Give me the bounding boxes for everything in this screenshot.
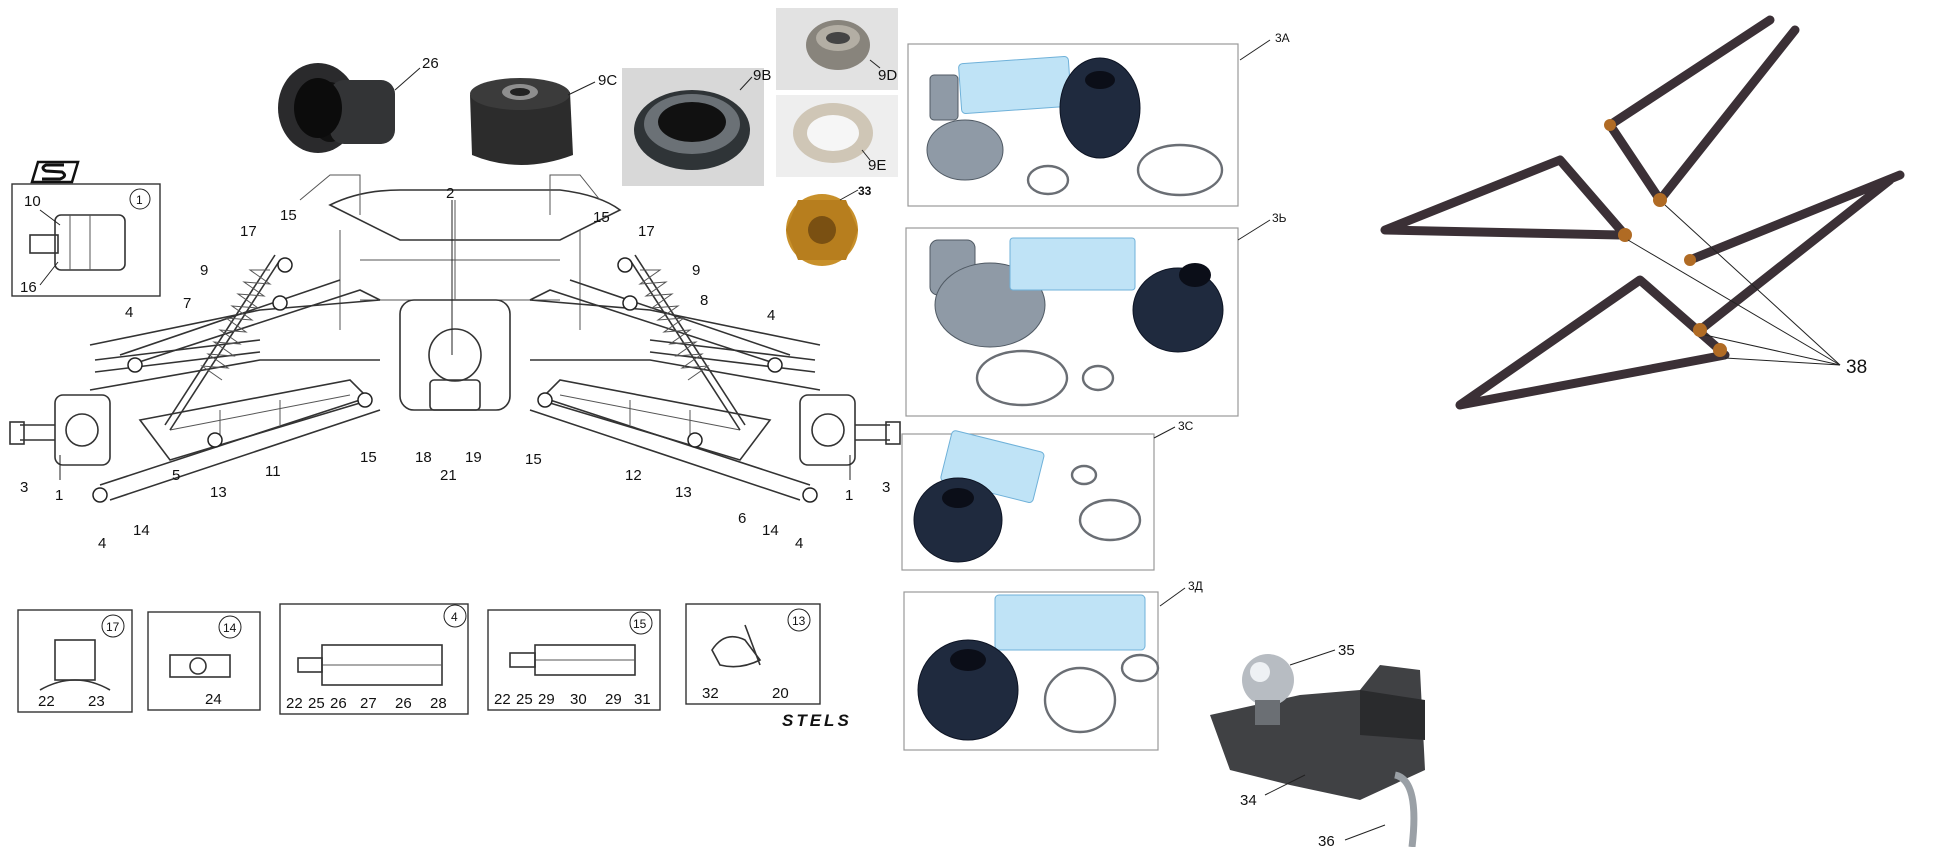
detail-4-label-26a: 26: [330, 695, 347, 712]
detail-15-label-29a: 29: [538, 691, 555, 708]
label-17-right: 17: [638, 223, 655, 240]
label-3-right: 3: [882, 479, 890, 496]
label-9-left: 9: [200, 262, 208, 279]
label-14-left: 14: [133, 522, 150, 539]
detail-1-label-10: 10: [24, 193, 41, 210]
detail-17-circle-label: 17: [106, 620, 120, 634]
part-9e-photo: 9E: [776, 95, 898, 177]
detail-15-label-29b: 29: [605, 691, 622, 708]
label-15-a: 15: [280, 207, 297, 224]
stels-logo: STELS: [782, 711, 852, 730]
detail-13-label-32: 32: [702, 685, 719, 702]
photo-label-9c: 9C: [598, 72, 617, 89]
detail-17-label-23: 23: [88, 693, 105, 710]
label-9-right: 9: [692, 262, 700, 279]
detail-17-label-22: 22: [38, 693, 55, 710]
detail-15-label-31: 31: [634, 691, 651, 708]
label-14-right: 14: [762, 522, 779, 539]
detail-4-label-28: 28: [430, 695, 447, 712]
tow-hitch-photo: 35 34 36: [1210, 642, 1425, 847]
part-9d-photo: 9D: [776, 8, 898, 90]
detail-13: 13 32 20: [685, 603, 821, 705]
kit-label-3a: 3A: [1275, 31, 1290, 45]
detail-15-label-30: 30: [570, 691, 587, 708]
label-6: 6: [738, 510, 746, 527]
photo-label-9e: 9E: [868, 157, 886, 174]
label-1-right: 1: [845, 487, 853, 504]
s-logo: [30, 160, 80, 184]
arms-label-38: 38: [1846, 357, 1867, 378]
detail-4-label-22: 22: [286, 695, 303, 712]
hitch-label-36: 36: [1318, 833, 1335, 847]
kit-3d: 3Д: [903, 579, 1203, 751]
photo-label-9b: 9B: [753, 67, 771, 84]
stels-logo-text: STELS: [782, 711, 852, 730]
kit-3c: 3C: [901, 419, 1194, 571]
label-5: 5: [172, 467, 180, 484]
part-33-photo: 33: [786, 184, 872, 266]
kit-label-3b: 3Ь: [1272, 211, 1287, 225]
label-1-left: 1: [55, 487, 63, 504]
label-4-a: 4: [125, 304, 133, 321]
detail-1-label-16: 16: [20, 279, 37, 296]
label-19: 19: [465, 449, 482, 466]
detail-1-circle-label: 1: [136, 193, 143, 207]
kit-3a: 3A: [907, 31, 1290, 207]
label-4-b: 4: [98, 535, 106, 552]
detail-14-circle-label: 14: [223, 621, 237, 635]
detail-14-label-24: 24: [205, 691, 222, 708]
detail-15-circle-label: 15: [633, 617, 647, 631]
kit-3b: 3Ь: [905, 211, 1287, 417]
detail-13-circle-label: 13: [792, 614, 806, 628]
label-3-left: 3: [20, 479, 28, 496]
label-13-left: 13: [210, 484, 227, 501]
label-17-left: 17: [240, 223, 257, 240]
part-9c-photo: 9C: [470, 72, 617, 165]
photo-label-26: 26: [422, 55, 439, 72]
detail-15-label-22: 22: [494, 691, 511, 708]
label-7: 7: [183, 295, 191, 312]
a-arms-photo: 38: [1380, 15, 1905, 410]
label-21: 21: [440, 467, 457, 484]
detail-4-label-26b: 26: [395, 695, 412, 712]
label-15-d: 15: [525, 451, 542, 468]
detail-15-label-25: 25: [516, 691, 533, 708]
part-9b-photo: 9B: [622, 67, 771, 186]
detail-15: 15 22 25 29 30 29 31: [487, 609, 661, 711]
detail-4-circle-label: 4: [451, 610, 458, 624]
detail-4-label-27: 27: [360, 695, 377, 712]
label-8: 8: [700, 292, 708, 309]
label-11: 11: [265, 463, 281, 480]
photo-label-9d: 9D: [878, 67, 897, 84]
label-4-d: 4: [795, 535, 803, 552]
kit-label-3c: 3C: [1178, 419, 1194, 433]
detail-14: 14 24: [147, 611, 261, 711]
part-26-photo: 26: [278, 55, 439, 153]
detail-13-label-20: 20: [772, 685, 789, 702]
label-4-c: 4: [767, 307, 775, 324]
suspension-drawing: [9, 174, 901, 503]
photo-label-33: 33: [858, 184, 872, 198]
label-15-b: 15: [593, 209, 610, 226]
label-13-right: 13: [675, 484, 692, 501]
detail-17: 17 22 23: [17, 609, 133, 713]
label-2: 2: [446, 185, 454, 202]
hitch-label-35: 35: [1338, 642, 1355, 659]
hitch-label-34: 34: [1240, 792, 1257, 809]
kit-label-3d: 3Д: [1188, 579, 1203, 593]
label-15-c: 15: [360, 449, 377, 466]
main-callouts: 2 1 1 3 3 4 4 4 4 5 6 7 8 9 9 11 12 13 1…: [20, 185, 890, 552]
label-12: 12: [625, 467, 642, 484]
label-18: 18: [415, 449, 432, 466]
detail-1: 1 10 16: [11, 183, 161, 297]
detail-4-label-25: 25: [308, 695, 325, 712]
detail-4: 4 22 25 26 27 26 28: [279, 603, 469, 715]
